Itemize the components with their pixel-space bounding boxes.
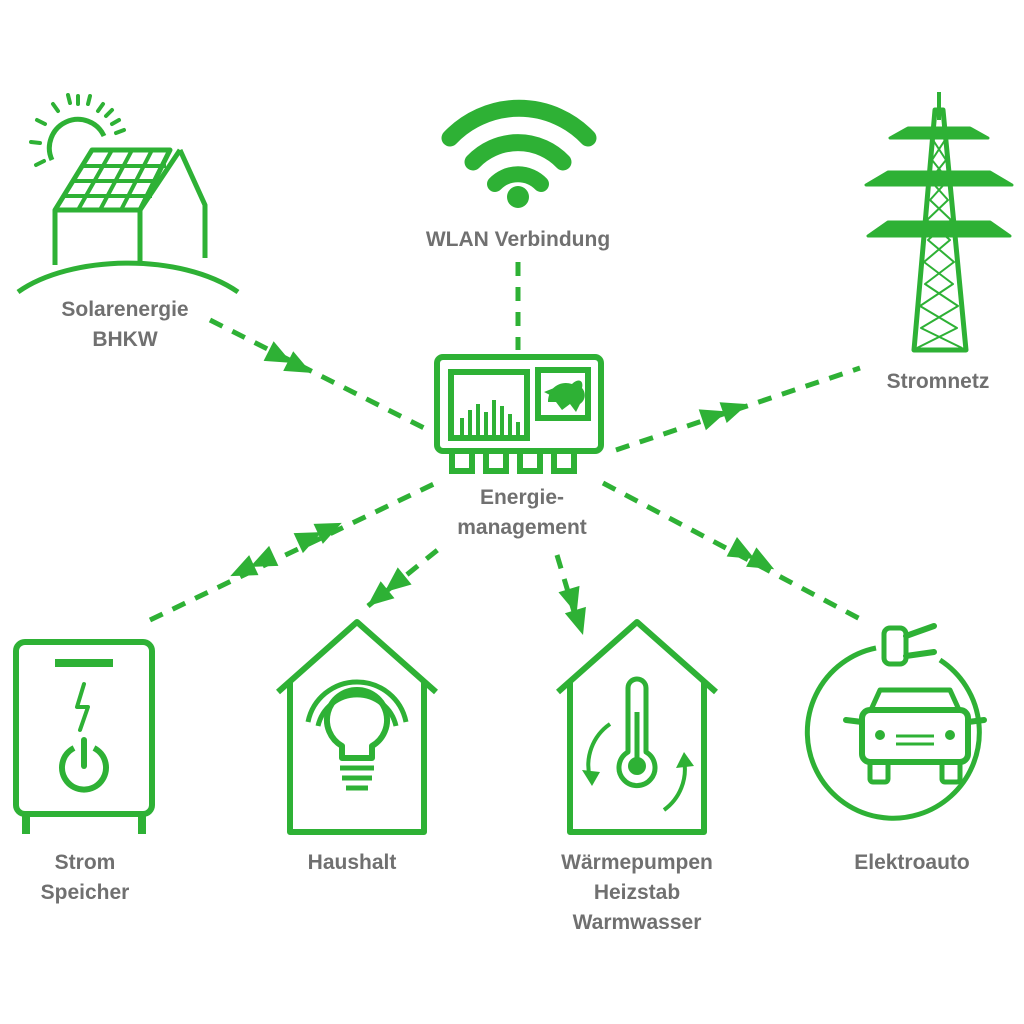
arrow-ev-icon [726, 537, 780, 579]
connector-solar [208, 317, 434, 435]
label-solar: Solarenergie BHKW [61, 295, 188, 355]
label-center-line-1: Energie- [479, 486, 565, 509]
arrow-heat-icon [558, 585, 594, 639]
label-ev-line-1: Elektroauto [854, 851, 970, 874]
label-storage: Strom Speicher [41, 848, 130, 908]
label-ev: Elektroauto [854, 848, 970, 878]
thermometer-house-icon [556, 619, 718, 835]
label-heat-line-3: Warmwasser [572, 911, 702, 934]
label-center: Energie- management [457, 483, 587, 543]
label-storage-line-2: Speicher [40, 881, 130, 904]
wifi-icon [441, 99, 597, 208]
battery-storage-icon [13, 639, 155, 834]
label-wifi-line-1: WLAN Verbindung [425, 228, 611, 251]
connector-household [366, 546, 442, 608]
label-center-line-2: management [457, 516, 587, 539]
electric-car-icon [804, 623, 987, 821]
label-household: Haushalt [308, 848, 397, 878]
connector-storage [148, 479, 440, 623]
label-grid: Stromnetz [887, 367, 990, 397]
power-pylon-icon [864, 92, 1014, 353]
label-solar-line-2: BHKW [92, 328, 158, 351]
lightbulb-house-icon [276, 619, 438, 835]
arrow-grid-icon [698, 393, 752, 431]
label-storage-line-1: Strom [54, 851, 116, 874]
inverter-monitor-icon [434, 354, 604, 474]
label-household-line-1: Haushalt [307, 851, 397, 874]
solar-house-icon [16, 93, 240, 295]
connector-lines [148, 262, 864, 626]
label-solar-line-1: Solarenergie [61, 298, 189, 321]
label-grid-line-1: Stromnetz [886, 370, 990, 393]
label-heat: Wärmepumpen Heizstab Warmwasser [561, 848, 713, 938]
arrow-storage-in-icon [225, 545, 279, 587]
label-wifi: WLAN Verbindung [426, 225, 610, 255]
arrow-solar-icon [263, 341, 317, 383]
label-heat-line-1: Wärmepumpen [561, 851, 713, 874]
arrow-household-icon [360, 567, 412, 615]
arrow-storage-out-icon [293, 512, 347, 554]
label-heat-line-2: Heizstab [593, 881, 681, 904]
